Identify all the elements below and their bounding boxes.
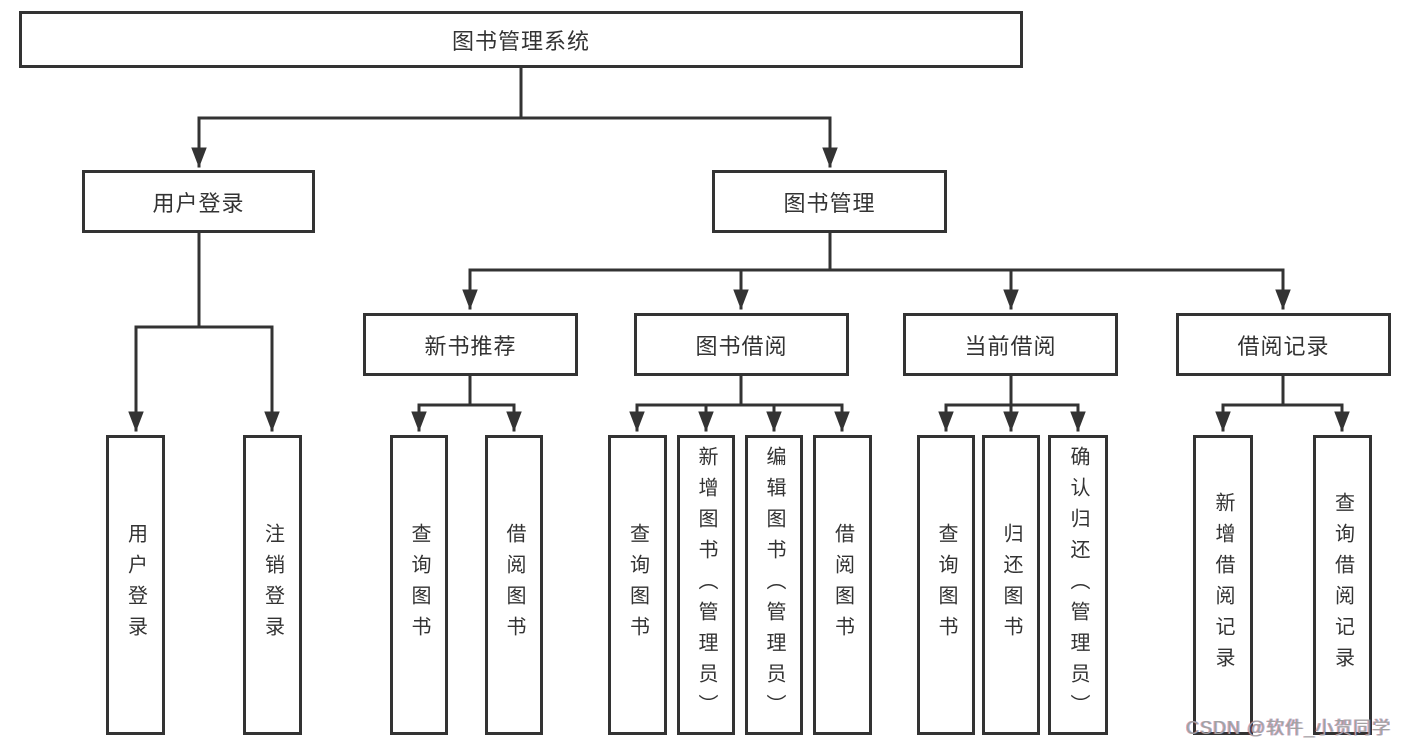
leaf-logout-label: 注销登录 [261,523,284,647]
connector-current-borrow [938,374,1086,432]
leaf-query-books-3: 查询图书 [917,435,975,735]
node-new-book-recommend: 新书推荐 [363,313,578,376]
connector-book-management [462,231,1291,310]
leaf-user-login: 用户登录 [106,435,165,735]
leaf-confirm-return-admin: 确认归还（管理员） [1048,435,1108,735]
leaf-return-book: 归还图书 [982,435,1040,735]
leaf-borrow-books-1-label: 借阅图书 [503,523,525,647]
leaf-query-books-3-label: 查询图书 [935,523,957,647]
node-book-borrow-label: 图书借阅 [695,333,788,359]
leaf-user-login-label: 用户登录 [124,523,147,647]
connector-book-borrow [629,374,850,432]
leaf-query-books-1: 查询图书 [390,435,448,735]
leaf-edit-book-admin-label: 编辑图书（管理员） [763,445,785,725]
leaf-query-books-2: 查询图书 [608,435,667,735]
connector-new-book-recommend [411,374,522,432]
node-user-login: 用户登录 [82,170,315,233]
node-book-management: 图书管理 [712,170,947,233]
leaf-add-borrow-record: 新增借阅记录 [1193,435,1253,735]
node-book-borrow: 图书借阅 [634,313,849,376]
leaf-return-book-label: 归还图书 [1000,523,1022,647]
node-borrow-records-label: 借阅记录 [1237,333,1330,359]
leaf-borrow-books-1: 借阅图书 [485,435,543,735]
node-borrow-records: 借阅记录 [1176,313,1391,376]
node-library-system-label: 图书管理系统 [451,28,590,54]
leaf-query-borrow-record-label: 查询借阅记录 [1331,492,1354,678]
leaf-add-book-admin: 新增图书（管理员） [677,435,735,735]
leaf-borrow-books-2-label: 借阅图书 [831,523,854,647]
node-library-system: 图书管理系统 [19,11,1023,68]
connector-root [191,66,838,168]
connector-user-login [128,231,280,432]
leaf-add-borrow-record-label: 新增借阅记录 [1212,492,1234,678]
leaf-query-borrow-record: 查询借阅记录 [1313,435,1372,735]
leaf-confirm-return-admin-label: 确认归还（管理员） [1067,445,1089,725]
leaf-query-books-1-label: 查询图书 [408,523,430,647]
leaf-edit-book-admin: 编辑图书（管理员） [745,435,803,735]
node-new-book-recommend-label: 新书推荐 [424,333,517,359]
node-current-borrow-label: 当前借阅 [964,333,1057,359]
node-book-management-label: 图书管理 [783,190,876,216]
node-current-borrow: 当前借阅 [903,313,1118,376]
watermark-text: CSDN @软件_小贺同学 [1186,718,1392,738]
leaf-borrow-books-2: 借阅图书 [813,435,872,735]
leaf-add-book-admin-label: 新增图书（管理员） [695,445,717,725]
node-user-login-label: 用户登录 [152,190,245,216]
leaf-query-books-2-label: 查询图书 [626,523,649,647]
leaf-logout: 注销登录 [243,435,302,735]
connector-borrow-records [1215,374,1350,432]
